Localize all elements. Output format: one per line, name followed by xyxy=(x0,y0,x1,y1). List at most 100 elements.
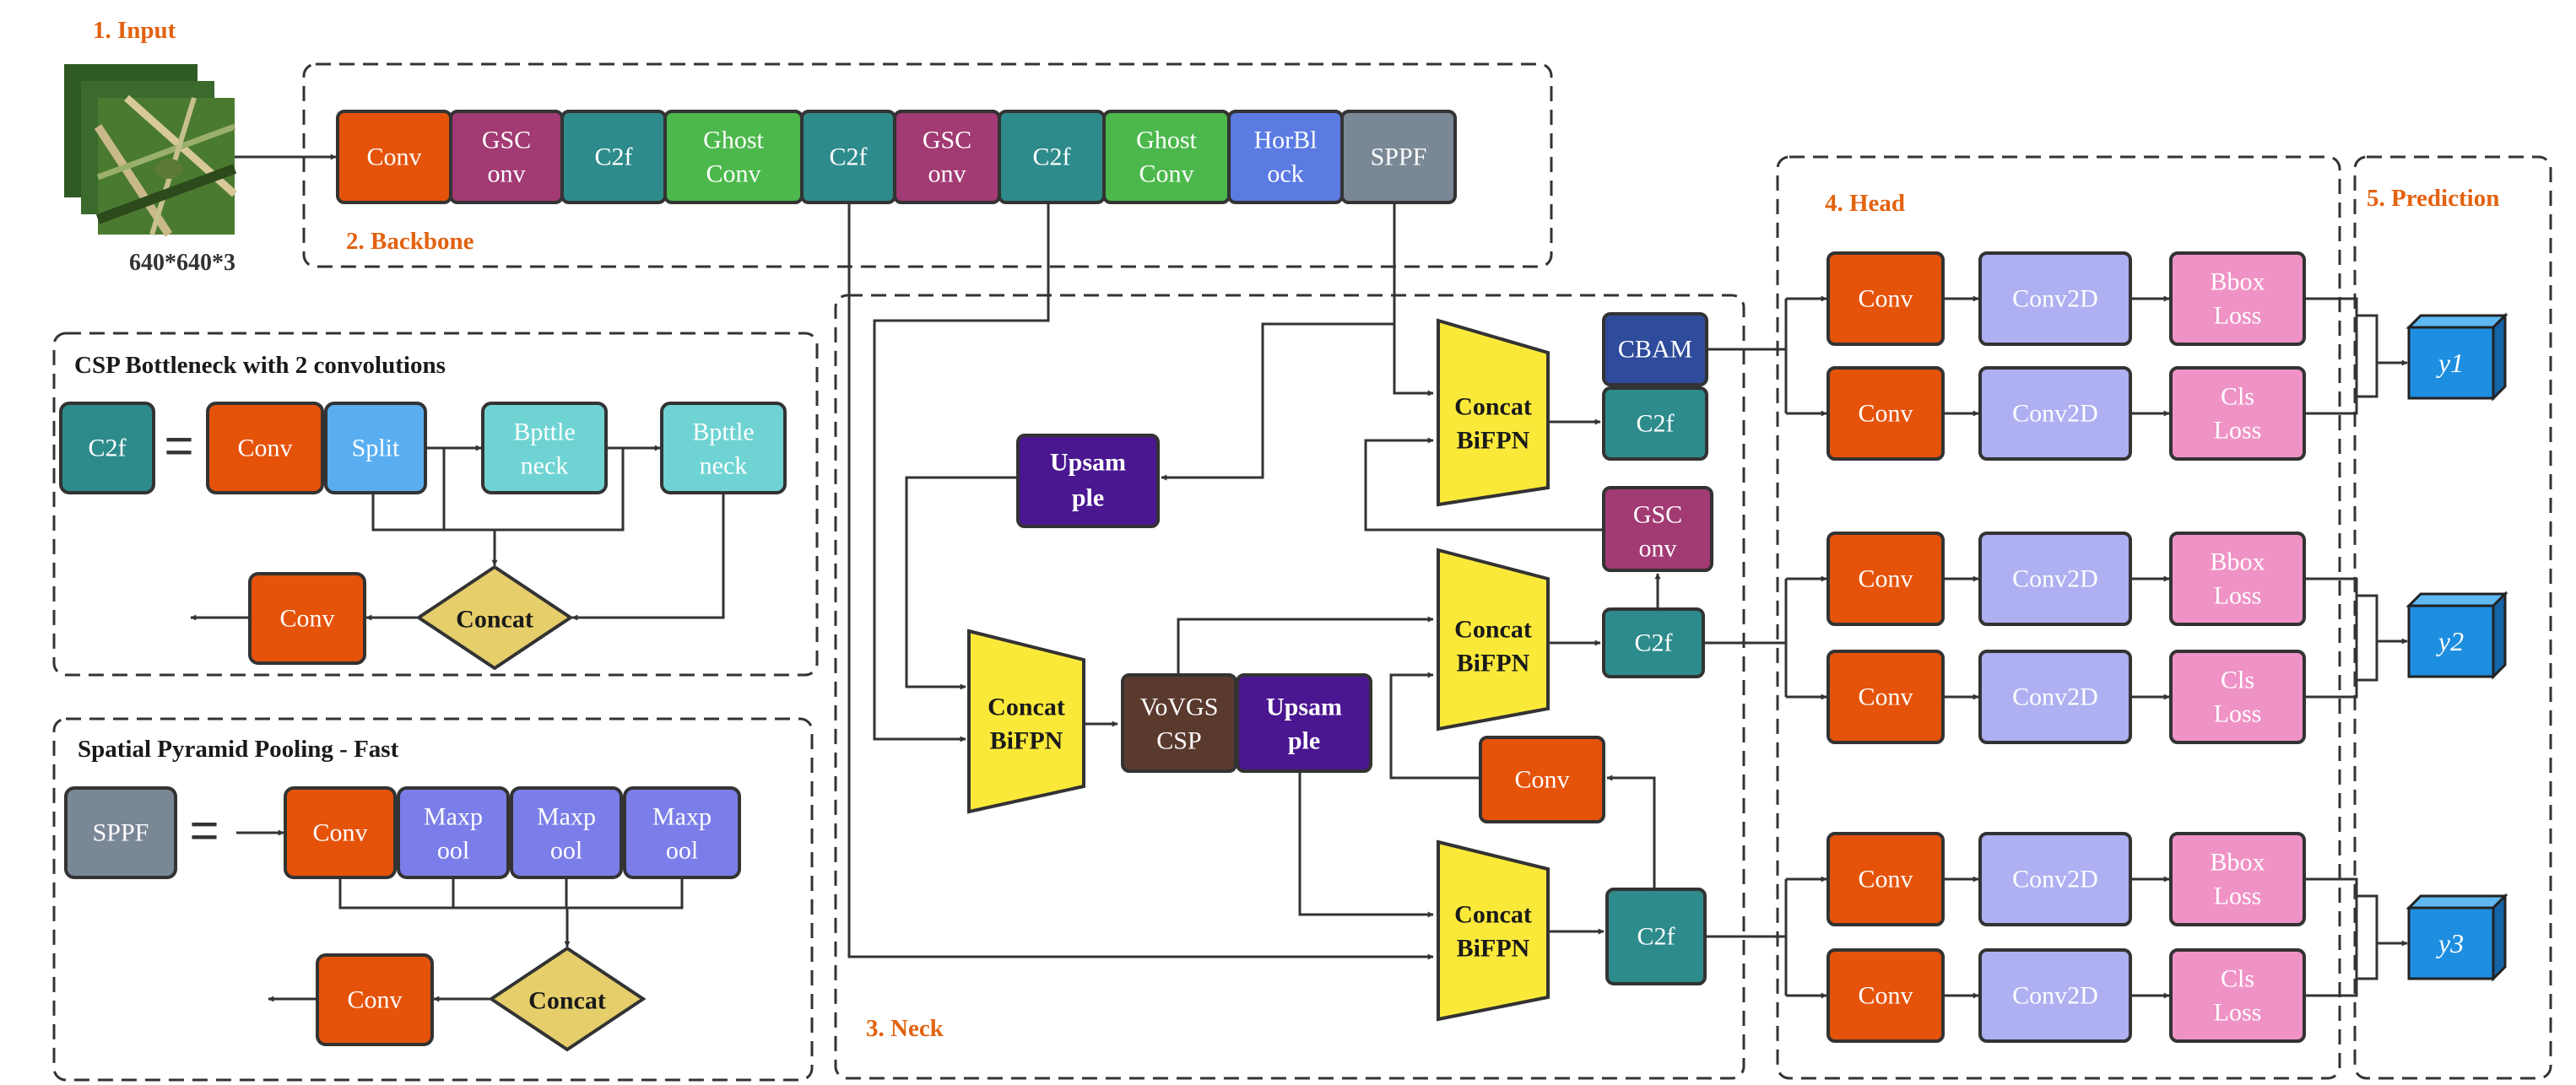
sppf-connectors xyxy=(268,877,684,1002)
head-conv2d-4: Conv2D xyxy=(1978,650,2132,744)
backbone-block-5-label: C2f xyxy=(830,143,868,171)
output-y1-label: y1 xyxy=(2436,348,2464,378)
sppf-maxpool-3-line2: ool xyxy=(666,837,698,865)
head-loss-2-line2: Loss xyxy=(2214,417,2262,445)
sppf-equals-sign: = xyxy=(189,802,219,859)
csp-conv-label: Conv xyxy=(237,435,292,462)
csp-panel-frame xyxy=(52,332,819,677)
neck-gsconv-block: GSC onv xyxy=(1602,486,1713,572)
neck-concat-mid-line2: BiFPN xyxy=(1457,650,1530,677)
backbone-block-6-line2: onv xyxy=(928,160,966,188)
sppf-maxpool-1: Maxp ool xyxy=(397,786,510,879)
neck-concat-top-line1: Concat xyxy=(1454,393,1532,421)
neck-concat-bifpn-left: Concat BiFPN xyxy=(967,629,1085,814)
head-conv-1-label: Conv xyxy=(1858,285,1913,313)
sppf-maxpool-3: Maxp ool xyxy=(623,786,741,879)
neck-c2f-bot-label: C2f xyxy=(1637,923,1675,951)
sppf-panel-title: Spatial Pyramid Pooling - Fast xyxy=(78,736,399,763)
neck-conv-label: Conv xyxy=(1514,766,1569,794)
neck-connectors xyxy=(847,202,1661,960)
sppf-panel-frame xyxy=(52,717,814,1082)
neck-gsconv-line1: GSC xyxy=(1633,501,1682,529)
neck-frame xyxy=(834,294,1745,1080)
head-loss-6-line2: Loss xyxy=(2214,999,2262,1027)
neck-to-head-connectors xyxy=(1703,299,1788,996)
head-conv-3-label: Conv xyxy=(1858,565,1913,593)
sppf-conv-block: Conv xyxy=(284,786,397,879)
neck-c2f-mid-block: C2f xyxy=(1602,607,1705,678)
sppf-maxpool-1-line1: Maxp xyxy=(424,803,483,831)
backbone-block-9-line2: ock xyxy=(1267,160,1303,188)
backbone-block-2-line2: onv xyxy=(488,160,526,188)
csp-concat-diamond: Concat xyxy=(415,564,574,671)
head-conv-1: Conv xyxy=(1826,251,1945,346)
neck-concat-bot-line1: Concat xyxy=(1454,901,1532,929)
head-conv-2-label: Conv xyxy=(1858,400,1913,428)
head-conv-5-label: Conv xyxy=(1858,866,1913,893)
head-loss-5-line2: Loss xyxy=(2214,883,2262,910)
head-loss-1-line1: Bbox xyxy=(2210,268,2265,296)
sppf-maxpool-3-line1: Maxp xyxy=(652,803,712,831)
output-y3-label: y3 xyxy=(2436,928,2464,958)
backbone-block-4-line1: Ghost xyxy=(703,127,764,154)
csp-bottleneck-2-line1: Bpttle xyxy=(692,418,754,446)
sppf-maxpool-2-line1: Maxp xyxy=(537,803,596,831)
csp-c2f-label: C2f xyxy=(89,435,127,462)
sppf-maxpool-2: Maxp ool xyxy=(510,786,623,879)
backbone-block-10-label: SPPF xyxy=(1371,143,1427,171)
neck-concat-bifpn-bot: Concat BiFPN xyxy=(1437,839,1550,1022)
head-conv-5: Conv xyxy=(1826,832,1945,926)
csp-bottleneck-1-line1: Bpttle xyxy=(513,418,575,446)
head-conv2d-3: Conv2D xyxy=(1978,532,2132,626)
csp-split-block: Split xyxy=(324,402,427,494)
neck-gsconv-line2: onv xyxy=(1639,535,1677,563)
backbone-block-8-line2: Conv xyxy=(1139,160,1193,188)
backbone-block-7: C2f xyxy=(998,110,1106,204)
head-loss-5-line1: Bbox xyxy=(2210,849,2265,877)
prediction-outputs: y1 y2 y3 xyxy=(2304,297,2508,997)
neck-vovgscsp-line2: CSP xyxy=(1156,727,1201,755)
backbone-block-1: Conv xyxy=(336,110,452,204)
neck-conv-block: Conv xyxy=(1479,736,1605,823)
sppf-maxpool-2-line2: ool xyxy=(550,837,582,865)
head-conv2d-4-label: Conv2D xyxy=(2012,683,2098,711)
sppf-conv-label: Conv xyxy=(312,819,367,847)
section-label-input: 1. Input xyxy=(93,17,176,44)
csp-out-conv-block: Conv xyxy=(248,572,366,665)
sppf-label: SPPF xyxy=(93,819,149,847)
neck-upsample-2-line2: ple xyxy=(1288,727,1320,755)
head-conv-4-label: Conv xyxy=(1858,683,1913,711)
output-y2-label: y2 xyxy=(2436,626,2464,656)
input-image-stack xyxy=(64,64,237,237)
head-frame xyxy=(1776,155,2341,1080)
head-loss-4-line2: Loss xyxy=(2214,700,2262,728)
sppf-out-conv-label: Conv xyxy=(347,986,402,1014)
backbone-frame xyxy=(302,62,1553,268)
csp-bottleneck-1-line2: neck xyxy=(521,452,569,480)
neck-c2f-top-block: C2f xyxy=(1602,386,1708,461)
csp-bottleneck-2: Bpttle neck xyxy=(660,402,787,494)
head-conv2d-2: Conv2D xyxy=(1978,366,2132,461)
section-label-backbone: 2. Backbone xyxy=(346,228,474,255)
head-conv-6-label: Conv xyxy=(1858,982,1913,1010)
head-loss-6-line1: Cls xyxy=(2221,965,2254,993)
backbone-block-3: C2f xyxy=(560,110,667,204)
csp-c2f-block: C2f xyxy=(59,402,155,494)
neck-concat-bifpn-mid: Concat BiFPN xyxy=(1437,548,1550,731)
csp-conv-block: Conv xyxy=(206,402,324,494)
neck-c2f-bot-block: C2f xyxy=(1605,888,1707,985)
csp-equals-sign: = xyxy=(164,418,193,474)
neck-c2f-mid-label: C2f xyxy=(1635,629,1673,657)
prediction-frame xyxy=(2353,155,2552,1080)
